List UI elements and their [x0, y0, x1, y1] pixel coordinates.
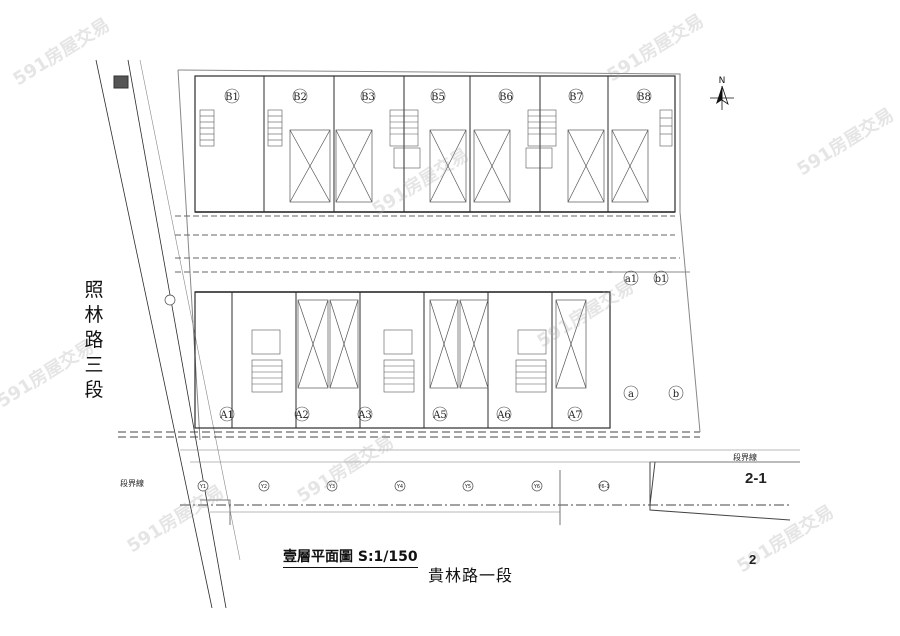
grid-mark-Y5: Y5: [464, 484, 471, 490]
grid-mark-Y2: Y2: [260, 484, 267, 490]
road-label-south: 貴林路一段: [428, 566, 514, 585]
lot-number-south: 2: [749, 552, 757, 567]
unit-label-B6: B6: [499, 92, 513, 103]
unit-label-a: a: [628, 389, 634, 400]
unit-label-B8: B8: [637, 92, 651, 103]
road-label-west: 照林路三段: [84, 279, 104, 401]
unit-label-B3: B3: [361, 92, 375, 103]
north-arrow-icon: N: [710, 76, 734, 110]
unit-label-b1: b1: [655, 274, 668, 285]
unit-label-A3: A3: [357, 410, 372, 421]
unit-label-B5: B5: [431, 92, 445, 103]
plan-title: 壹層平面圖 S:1/150: [283, 546, 418, 568]
unit-label-A6: A6: [496, 410, 511, 421]
unit-label-A7: A7: [567, 410, 582, 421]
boundary-label-right: 段界線: [733, 453, 757, 462]
unit-label-B1: B1: [225, 92, 239, 103]
unit-label-B2: B2: [293, 92, 307, 103]
unit-label-A2: A2: [294, 410, 309, 421]
unit-label-b: b: [673, 389, 679, 400]
svg-text:N: N: [719, 76, 726, 86]
unit-label-a1: a1: [625, 274, 637, 285]
lot-number-east: 2-1: [745, 470, 767, 487]
grid-mark-Y3: Y3: [328, 484, 335, 490]
boundary-label-left: 段界線: [120, 479, 144, 488]
unit-label-A1: A1: [219, 410, 234, 421]
grid-mark-Y6-1: Y6-1: [597, 484, 609, 490]
grid-mark-Y4: Y4: [396, 484, 403, 490]
unit-label-A5: A5: [432, 410, 447, 421]
unit-label-B7: B7: [569, 92, 583, 103]
grid-mark-Y1: Y1: [199, 484, 206, 490]
grid-mark-Y6: Y6: [533, 484, 540, 490]
